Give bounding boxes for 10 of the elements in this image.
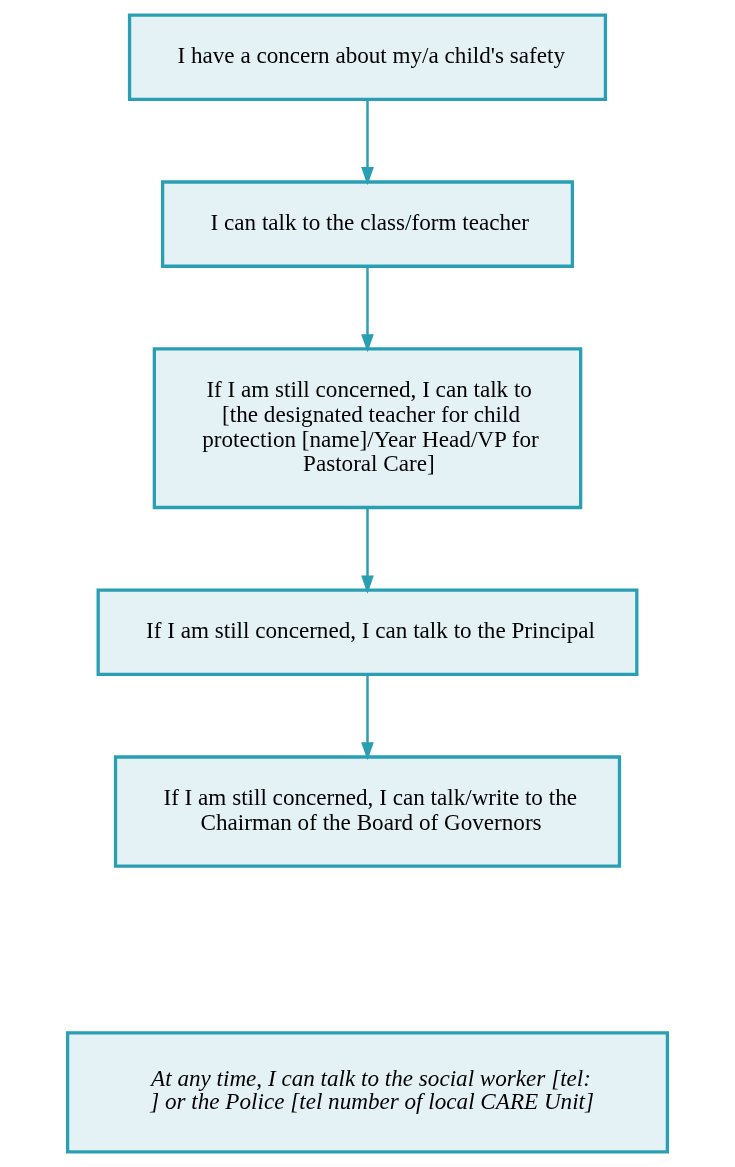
node-box: If I am still concerned, I can talk to [the designated teacher for child protection [name]/Year Head/VP for Pastoral Care]: [152, 347, 583, 510]
arrow: [361, 99, 374, 186]
node-box: If I am still concerned, I can talk to the Principal: [96, 588, 639, 677]
arrow: [361, 508, 374, 594]
node-box: If I am still concerned, I can talk/write to the Chairman of the Board of Governors: [113, 755, 622, 868]
node-box: At any time, I can talk to the social worker [tel: ] or the Police [tel number of local CARE Unit]: [65, 1031, 670, 1154]
arrow: [361, 266, 374, 353]
node-box: I have a concern about my/a child's safety: [127, 13, 608, 102]
node-box: I can talk to the class/form teacher: [160, 180, 575, 268]
arrow: [361, 674, 374, 761]
